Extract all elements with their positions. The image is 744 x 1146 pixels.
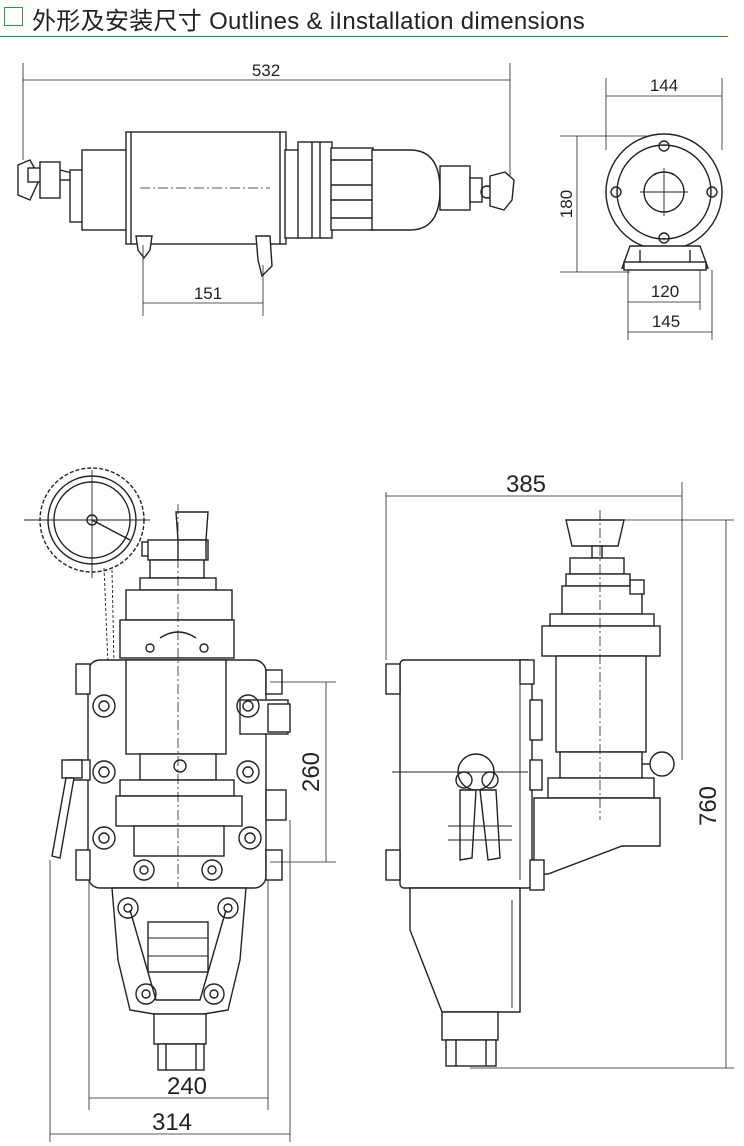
dim-144-label: 144	[650, 76, 678, 95]
dim-314-label: 314	[152, 1109, 192, 1136]
dim-151-label: 151	[194, 284, 222, 303]
dim-120-label: 120	[651, 282, 679, 301]
dim-260-label: 260	[298, 752, 325, 792]
dim-532-label: 532	[252, 61, 280, 80]
dim-240-label: 240	[167, 1073, 207, 1100]
dim-180-label: 180	[557, 190, 576, 218]
bottom-front-view: 260 240 314	[24, 467, 336, 1142]
checkbox-square-icon	[4, 7, 23, 26]
page-title: 外形及安装尺寸 Outlines & iInstallation dimensi…	[32, 8, 586, 35]
dim-145-label: 145	[652, 312, 680, 331]
top-end-view: 144 180 120 145	[557, 76, 723, 340]
top-side-view: 532	[17, 61, 515, 316]
dim-385-label: 385	[506, 471, 546, 498]
dim-760-label: 760	[695, 786, 722, 826]
header-divider	[0, 36, 728, 37]
page-header: 外形及安装尺寸 Outlines & iInstallation dimensi…	[0, 0, 744, 40]
bottom-side-view: 385 760	[385, 471, 734, 1069]
